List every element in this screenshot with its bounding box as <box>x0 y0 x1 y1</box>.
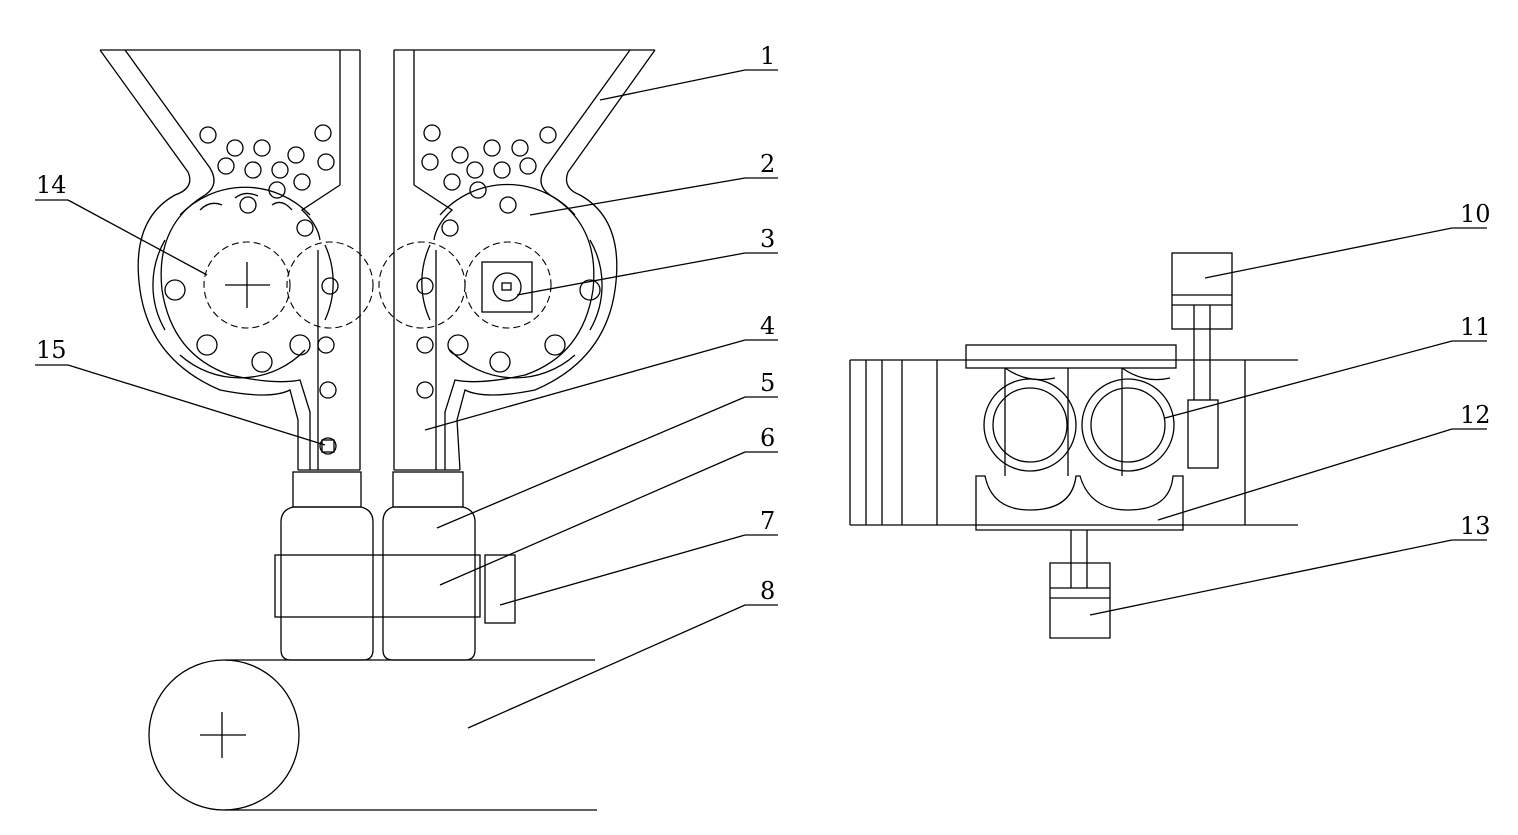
left-hopper <box>99 49 361 471</box>
callout-14: 14 <box>36 171 67 199</box>
callout-8: 8 <box>760 577 775 605</box>
right-hopper <box>393 49 656 471</box>
callout-10: 10 <box>1460 200 1491 228</box>
callout-1: 1 <box>760 42 775 70</box>
callout-6: 6 <box>760 424 775 452</box>
conveyor <box>148 659 597 811</box>
callout-12: 12 <box>1460 401 1491 429</box>
callout-4: 4 <box>760 312 775 340</box>
callout-labels: 1 2 3 4 5 6 7 8 10 11 12 13 14 15 <box>36 42 1491 605</box>
callout-2: 2 <box>760 150 775 178</box>
left-wheel <box>152 186 334 379</box>
callout-5: 5 <box>760 369 775 397</box>
leader-lines <box>35 69 1487 729</box>
callout-7: 7 <box>760 507 775 535</box>
clamp-assembly <box>849 252 1298 639</box>
pitch-circles <box>203 241 552 329</box>
callout-11: 11 <box>1460 313 1491 341</box>
pellets <box>199 124 557 455</box>
callout-15: 15 <box>36 336 67 364</box>
callout-13: 13 <box>1460 512 1491 540</box>
right-wheel <box>421 183 603 379</box>
bottles <box>274 471 516 661</box>
motor-shaft <box>481 261 533 313</box>
callout-3: 3 <box>760 225 775 253</box>
